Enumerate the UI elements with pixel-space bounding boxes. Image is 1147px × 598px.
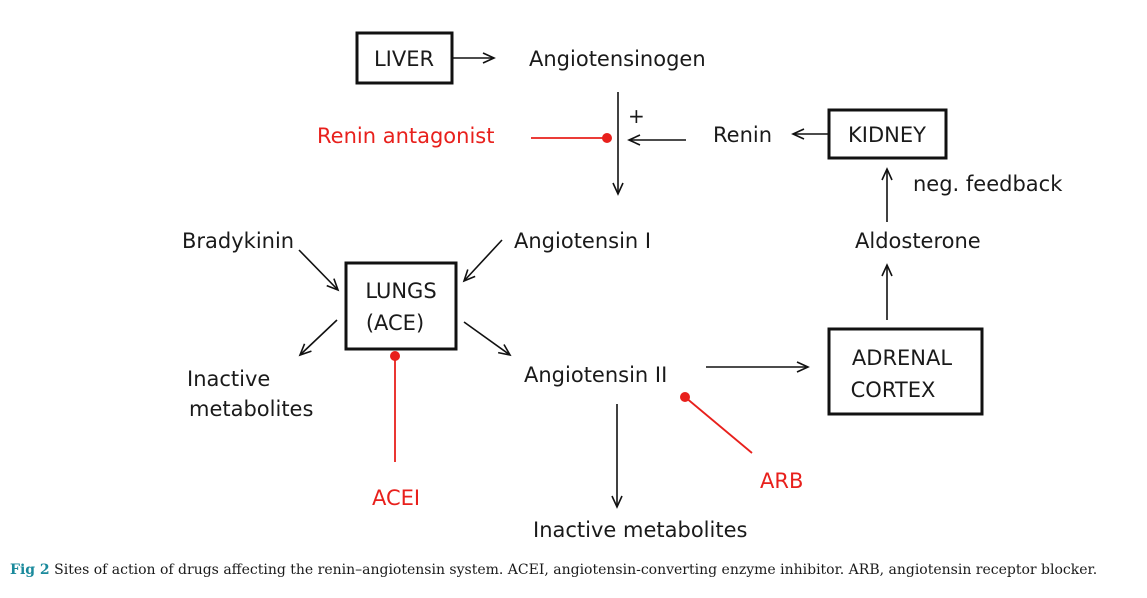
plus-sign: +	[628, 104, 645, 128]
lungs-to-angiotensin-ii-arrow	[463, 321, 512, 357]
renin-antagonist-label: Renin antagonist	[317, 124, 494, 148]
lungs-label: LUNGS	[365, 279, 436, 303]
kidney-box: KIDNEY	[827, 108, 948, 160]
cortex-label: CORTEX	[851, 378, 936, 402]
metabolites-left-label: metabolites	[189, 397, 313, 421]
acei-inhibitor	[390, 351, 400, 462]
arb-inhibitor	[680, 392, 753, 454]
adrenal-cortex-box: ADRENAL CORTEX	[827, 327, 984, 416]
arb-label: ARB	[760, 469, 803, 493]
angiotensin-ii-label: Angiotensin II	[524, 363, 667, 387]
caption-text: Sites of action of drugs affecting the r…	[54, 562, 1098, 578]
lungs-ace-label: (ACE)	[366, 311, 424, 335]
bradykinin-label: Bradykinin	[182, 229, 294, 253]
adrenal-label: ADRENAL	[852, 346, 952, 370]
liver-box: LIVER	[355, 31, 454, 85]
inactive-left-label: Inactive	[187, 367, 270, 391]
bradykinin-to-lungs-arrow	[298, 249, 340, 292]
figure-caption: Fig 2 Sites of action of drugs affecting…	[10, 562, 1140, 578]
lungs-box: LUNGS (ACE)	[344, 261, 458, 351]
figure-label: Fig 2	[10, 562, 50, 578]
renin-antagonist-inhibitor	[531, 133, 612, 143]
angiotensinogen-label: Angiotensinogen	[529, 47, 706, 71]
angiotensin-i-label: Angiotensin I	[514, 229, 651, 253]
neg-feedback-label: neg. feedback	[913, 172, 1063, 196]
inactive-bottom-label: Inactive metabolites	[533, 518, 747, 542]
liver-label: LIVER	[374, 47, 434, 71]
aldosterone-label: Aldosterone	[855, 229, 981, 253]
renin-label: Renin	[713, 123, 772, 147]
lungs-to-inactive-arrow	[298, 319, 338, 357]
acei-label: ACEI	[372, 486, 420, 510]
angiotensin-i-to-lungs-arrow	[462, 239, 503, 283]
kidney-label: KIDNEY	[848, 123, 926, 147]
